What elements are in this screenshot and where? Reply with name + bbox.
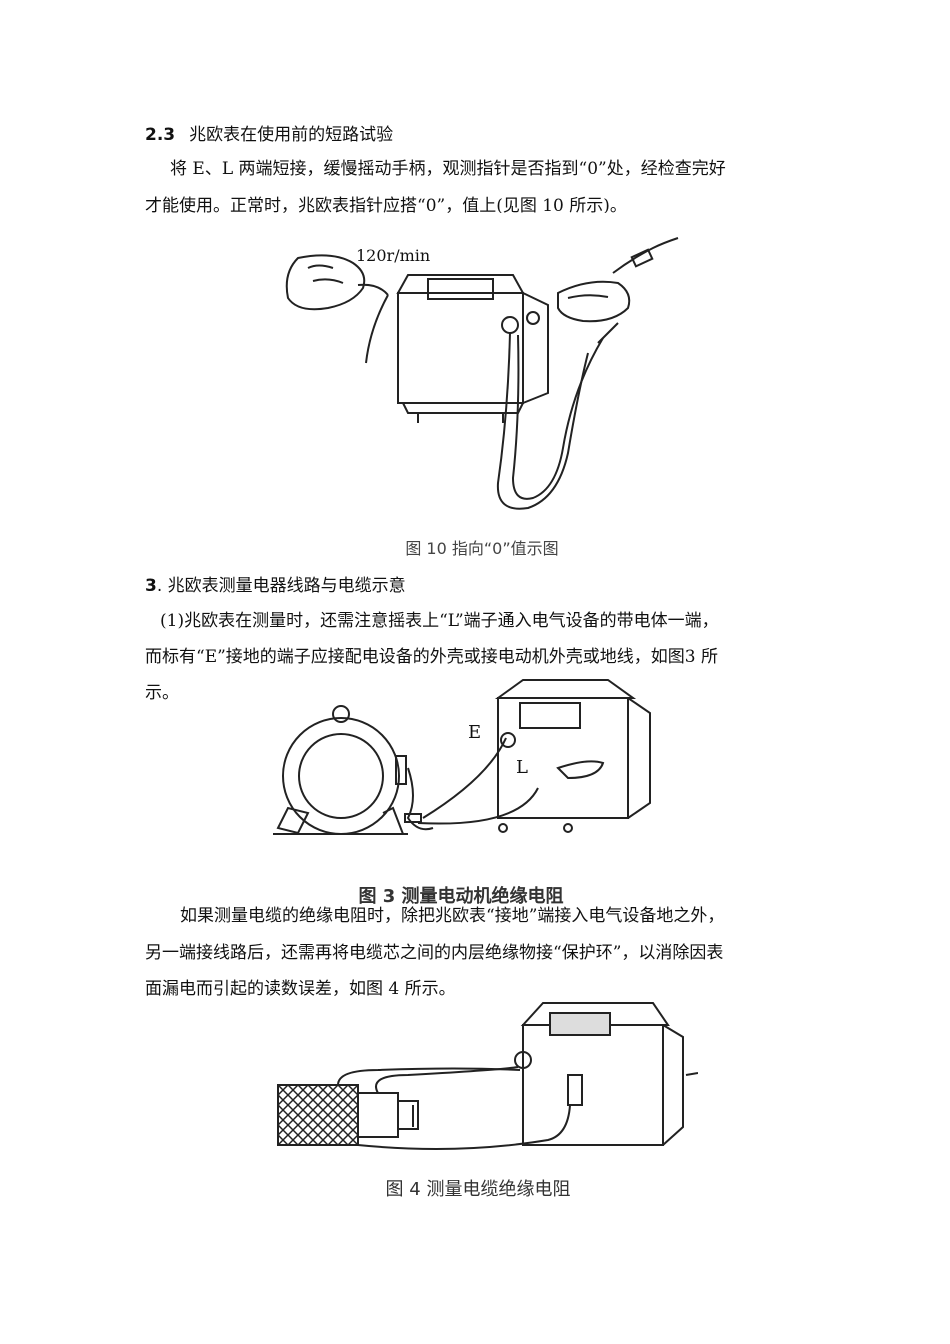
terminal-l-label: L (516, 757, 528, 778)
figure-10: 120r/min 图 10 指向“0”值示图 (258, 213, 706, 563)
section-heading-3: 3. 兆欧表测量电器线路与电缆示意 (145, 571, 406, 596)
megger-short-test-illustration: 120r/min (285, 237, 679, 510)
terminal-e-label: E (468, 722, 481, 743)
paragraph-line: 将 E、L 两端短接，缓慢摇动手柄，观测指针是否指到“0”处，经检查完好 (170, 159, 726, 179)
figure-4: 图 4 测量电缆绝缘电阻 (258, 975, 698, 1210)
section-number: 2.3 (145, 125, 176, 145)
paragraph-line: 才能使用。正常时，兆欧表指针应搭“0”，值上(见图 10 所示)。 (145, 196, 627, 216)
section-title: . 兆欧表测量电器线路与电缆示意 (156, 576, 406, 596)
speed-label: 120r/min (356, 246, 430, 265)
paragraph-line: 面漏电而引起的读数误差，如图 4 所示。 (145, 979, 456, 999)
paragraph-line: 而标有“E”接地的端子应接配电设备的外壳或接电动机外壳或地线，如图3 所 (145, 647, 719, 667)
paragraph-line: 另一端接线路后，还需再将电缆芯之间的内层绝缘物接“保护环”，以消除因表 (145, 943, 724, 963)
paragraph-line: 如果测量电缆的绝缘电阻时，除把兆欧表“接地”端接入电气设备地之外， (180, 906, 725, 926)
cable-insulation-illustration (277, 1002, 698, 1150)
section-title: 兆欧表在使用前的短路试验 (189, 125, 394, 145)
paragraph-line: (1)兆欧表在测量时，还需注意摇表上“L”端子通入电气设备的带电体一端， (160, 611, 719, 631)
figure-3: E L 图 3 测量电动机绝缘电阻 (258, 658, 664, 908)
figure-caption: 图 4 测量电缆绝缘电阻 (385, 1179, 571, 1200)
figure-caption: 图 3 测量电动机绝缘电阻 (358, 886, 564, 907)
section-heading-2-3: 2.3 兆欧表在使用前的短路试验 (145, 120, 393, 145)
section-number: 3 (145, 576, 157, 596)
motor-insulation-illustration: E L (273, 679, 651, 835)
figure-caption: 图 10 指向“0”值示图 (405, 539, 559, 558)
paragraph-line: 示。 (145, 683, 179, 703)
